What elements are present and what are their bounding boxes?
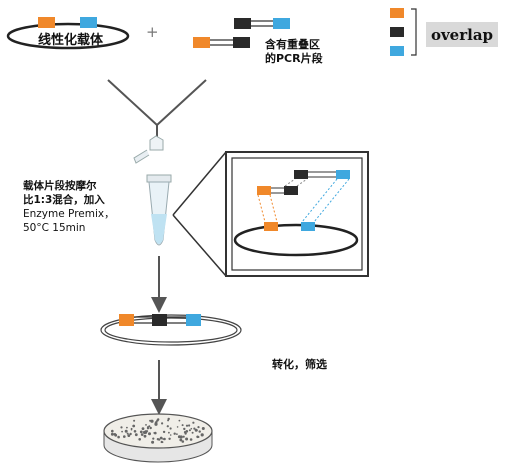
colony-dot (133, 430, 137, 433)
colony-dot (163, 437, 166, 441)
colony-dot (149, 426, 152, 430)
colony-dot (176, 426, 179, 428)
colony-dot (126, 432, 129, 435)
colony-dot (191, 431, 194, 434)
colony-dot (114, 433, 118, 437)
mix-instruction-line4: 50°C 15min (23, 222, 86, 234)
colony-dot (140, 433, 144, 436)
colony-dot (169, 434, 172, 436)
zoom-inset (225, 151, 369, 277)
colony-dot (146, 427, 150, 430)
colony-dot (121, 430, 123, 433)
colony-dot (181, 424, 184, 427)
colony-dot (161, 422, 164, 425)
colony-dot (185, 437, 189, 441)
colony-dot (184, 432, 187, 435)
colony-dot (188, 429, 191, 432)
vector-label: 线性化载体 (38, 33, 104, 48)
colony-dot (159, 436, 163, 440)
mix-instruction-line1: 载体片段按摩尔 (23, 180, 97, 192)
colony-dot (198, 430, 201, 433)
pcr-label-line1: 含有重叠区 (265, 38, 320, 51)
mix-instruction-line2: 比1:3混合，加入 (23, 194, 105, 206)
colony-dot (189, 438, 193, 441)
colony-dot (166, 425, 169, 428)
colony-dot (151, 440, 155, 444)
colony-dot (185, 424, 189, 427)
colony-dot (201, 427, 205, 430)
colony-dot (197, 426, 200, 429)
colony-dot (156, 438, 160, 441)
colony-dot (167, 419, 170, 422)
zoom-callout (172, 151, 227, 277)
eppendorf-tube-icon (133, 135, 172, 246)
colony-dot (162, 438, 164, 440)
colony-dot (139, 430, 143, 434)
colony-dot (192, 421, 195, 424)
colony-dot (126, 426, 128, 429)
merge-arrow-icon (107, 79, 207, 140)
colony-dot (130, 428, 133, 431)
colony-dot (197, 436, 200, 438)
colony-dot (152, 437, 155, 440)
transform-label: 转化，筛选 (272, 358, 327, 371)
colony-dot (148, 432, 151, 436)
colony-dot (123, 435, 126, 438)
petri-dish-icon (103, 413, 213, 463)
colony-dot (145, 424, 147, 426)
overlap-legend (390, 8, 417, 56)
colony-dot (117, 435, 120, 439)
pcr-label-line2: 的PCR片段 (265, 52, 323, 65)
colony-dot (134, 433, 138, 437)
pcr-fragment-top (234, 18, 290, 29)
colony-dot (188, 424, 191, 427)
colony-dot (132, 424, 136, 428)
colony-dot (178, 419, 181, 422)
colony-dot (111, 429, 114, 433)
mix-instruction-line3: Enzyme Premix， (23, 208, 115, 220)
colony-dot (168, 437, 171, 440)
colony-dot (144, 430, 148, 434)
colony-dot (190, 427, 193, 430)
colony-dot (193, 427, 196, 430)
colony-dot (162, 430, 166, 434)
colony-dot (161, 441, 164, 444)
pcr-fragment-bottom (193, 37, 250, 48)
colony-dot (169, 427, 172, 430)
colony-dot (129, 432, 132, 436)
recombinant-plasmid-ring (100, 314, 242, 346)
colony-dot (133, 419, 136, 422)
colony-dot (143, 434, 147, 438)
colony-dot (138, 438, 141, 441)
colony-dot (110, 432, 114, 436)
colony-dot (179, 438, 183, 442)
colony-dot (168, 431, 170, 434)
colony-dot (182, 435, 185, 438)
colony-dot (185, 430, 189, 433)
linearized-vector-ring (6, 17, 130, 50)
colony-dot (141, 427, 145, 430)
colony-dot (200, 433, 204, 437)
colony-dot (181, 440, 185, 443)
colony-dot (124, 429, 128, 433)
colony-dot (127, 434, 131, 437)
colony-dot (155, 421, 158, 424)
colony-dot (150, 419, 154, 423)
colony-dot (183, 427, 186, 431)
colony-dot (177, 435, 181, 439)
colony-dot (176, 433, 178, 435)
colony-dot (148, 425, 151, 428)
colony-dot (173, 432, 176, 435)
colony-dot (157, 418, 160, 421)
overlap-label: overlap (426, 22, 498, 47)
colony-dot (153, 432, 155, 434)
colony-dot (196, 429, 198, 432)
plus-sign: + (146, 23, 159, 41)
colony-dot (120, 426, 123, 429)
